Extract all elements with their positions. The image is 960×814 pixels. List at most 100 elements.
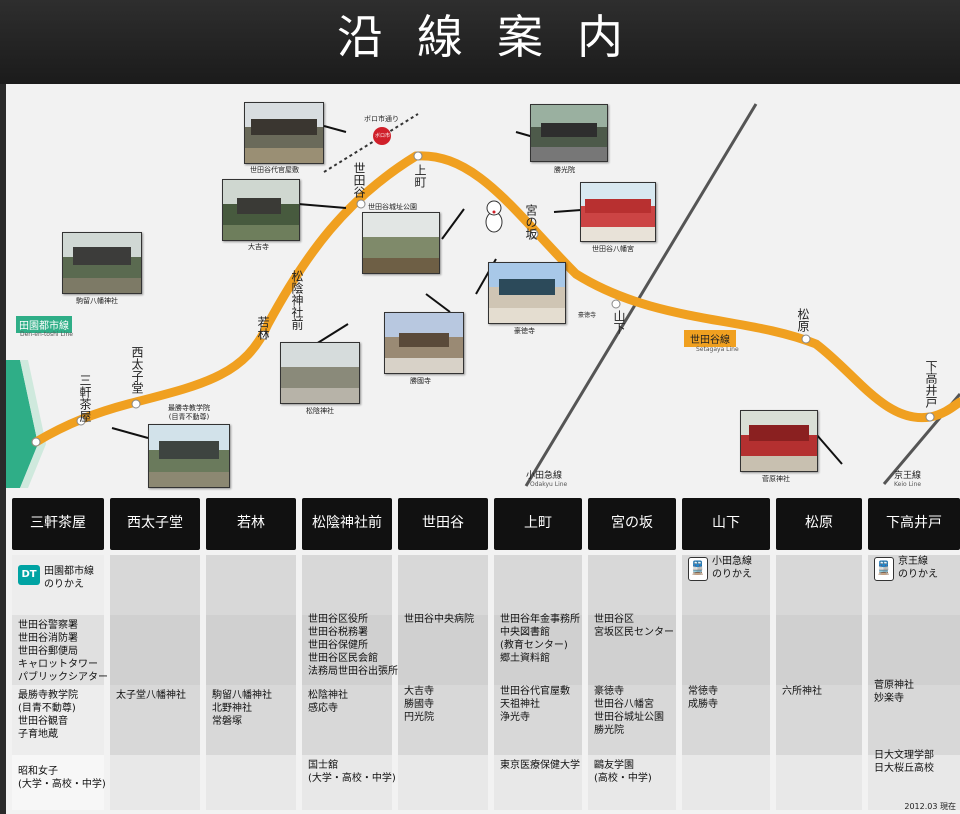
caption-gotokuji: 豪徳寺: [514, 327, 535, 335]
station-dot-setagaya: [356, 199, 366, 209]
pointer-saishoji: [111, 427, 149, 439]
photo-hachiman: [580, 182, 656, 242]
station-label-sangenjaya: 三軒茶屋: [78, 374, 92, 422]
boroichi-mark-text: ボロ市: [375, 133, 391, 139]
table-header-yamashita: 山下: [682, 498, 770, 550]
caption-jyoshi: 世田谷城址公園: [368, 203, 417, 211]
station-label-shimotakaido: 下高井戸: [924, 360, 938, 408]
schools-miyanosaka: 鷗友学園 (高校・中学): [594, 760, 652, 784]
schools-shimotakaido: 日大文理学部 日大桜丘高校: [874, 750, 934, 774]
facilities-setagaya: 世田谷中央病院: [404, 614, 474, 625]
table-column-setagaya: 世田谷中央病院 大吉寺 勝國寺 円光院: [398, 555, 488, 810]
transfer-shimotakaido: 京王線 のりかえ: [898, 556, 938, 580]
pointer-sugawara: [815, 433, 843, 465]
temples-shoinjinjamae: 松陰神社 感応寺: [308, 690, 348, 714]
temples-matsubara: 六所神社: [782, 686, 822, 697]
title-frame: [0, 0, 960, 84]
photo-shokokuji: [384, 312, 464, 374]
route-map: 三軒茶屋 西太子堂 若林 松陰神社前 世田谷 上町 宮の坂 山下 松原 下高井戸…: [6, 84, 960, 494]
temples-wakabayashi: 駒留八幡神社 北野神社 常磐塚: [212, 690, 272, 727]
pointer-shoin: [315, 323, 349, 345]
facilities-kamimachi: 世田谷年金事務所 中央図書館 (教育センター) 郷土資料館: [500, 614, 580, 664]
caption-shoin: 松陰神社: [306, 407, 334, 415]
temples-yamashita: 常徳寺 成勝寺: [688, 686, 718, 710]
odakyu-tag-en: Odakyu Line: [530, 481, 568, 488]
station-dot-nishitaishido: [76, 416, 86, 426]
schools-shoinjinjamae: 国士舘 (大学・高校・中学): [308, 760, 396, 784]
maneki-neko-icon: [485, 200, 503, 233]
route-map-svg: [6, 103, 960, 488]
table-column-wakabayashi: 駒留八幡神社 北野神社 常磐塚: [206, 555, 296, 810]
train-icon: 🚆: [688, 557, 708, 581]
temples-shimotakaido: 菅原神社 妙楽寺: [874, 680, 914, 704]
photo-shoin: [280, 342, 360, 404]
station-label-nishitaishido: 西太子堂: [130, 346, 144, 394]
den-en-toshi-line-highlight: [20, 360, 46, 488]
temples-kamimachi: 世田谷代官屋敷 天祖神社 浄光寺: [500, 686, 570, 723]
temples-nishitaishido: 太子堂八幡神社: [116, 690, 186, 701]
pointer-jyoshi: [441, 208, 465, 240]
photo-saishoji: [148, 424, 230, 488]
table-header-miyanosaka: 宮の坂: [588, 498, 676, 550]
caption-daikichi: 大吉寺: [248, 243, 269, 251]
board-title: 沿線案内: [337, 10, 657, 64]
caption-shokokuji: 勝國寺: [410, 377, 431, 385]
table-column-kamimachi: 世田谷年金事務所 中央図書館 (教育センター) 郷土資料館 世田谷代官屋敷 天祖…: [494, 555, 582, 810]
boroichi-marker: [373, 127, 391, 145]
table-column-nishitaishido: 太子堂八幡神社: [110, 555, 200, 810]
table-column-miyanosaka: 世田谷区 宮坂区民センター 豪徳寺 世田谷八幡宮 世田谷城址公園 勝光院 鷗友学…: [588, 555, 676, 810]
transfer-yamashita: 小田急線 のりかえ: [712, 556, 752, 580]
den-en-toshi-tag-en: Den-en-toshi Line: [20, 331, 73, 338]
den-en-toshi-tag: 田園都市線: [16, 316, 72, 333]
table-header-kamimachi: 上町: [494, 498, 582, 550]
caption-daikan: 世田谷代官屋敷: [250, 166, 299, 174]
caption-sugawara: 菅原神社: [762, 475, 790, 483]
transfer-sangenjaya: 田園都市線 のりかえ: [44, 566, 94, 590]
station-dot-wakabayashi: [131, 399, 141, 409]
keio-tag: 京王線: [894, 471, 922, 481]
photo-daikichi: [222, 179, 300, 241]
station-label-matsubara: 松原: [796, 308, 810, 332]
station-dot-kamimachi: [413, 151, 423, 161]
photo-komadome: [62, 232, 142, 294]
station-label-wakabayashi: 若林: [256, 316, 270, 340]
station-label-yamashita: 山下: [612, 310, 626, 334]
train-icon: 🚆: [874, 557, 894, 581]
caption-hachiman: 世田谷八幡宮: [592, 245, 634, 253]
station-dot-miyanosaka: [529, 229, 539, 239]
station-label-miyanosaka: 宮の坂: [524, 204, 538, 240]
facilities-miyanosaka: 世田谷区 宮坂区民センター: [594, 614, 674, 638]
photo-daikan: [244, 102, 324, 164]
station-dot-yamashita: [611, 299, 621, 309]
station-label-kamimachi: 上町: [413, 164, 427, 188]
odakyu-tag: 小田急線: [526, 471, 563, 481]
facilities-shoinjinjamae: 世田谷区役所 世田谷税務署 世田谷保健所 世田谷区民会館 法務局世田谷出張所: [308, 614, 398, 677]
photo-shokoin: [530, 104, 608, 162]
station-label-setagaya: 世田谷: [352, 162, 366, 198]
table-column-shoinjinjamae: 世田谷区役所 世田谷税務署 世田谷保健所 世田谷区民会館 法務局世田谷出張所 松…: [302, 555, 398, 810]
pointer-daikichi: [297, 203, 347, 209]
station-dot-matsubara: [801, 334, 811, 344]
table-header-wakabayashi: 若林: [206, 498, 296, 550]
station-label-shoinjinjamae: 松陰神社前: [290, 270, 304, 330]
station-dot-shimotakaido: [925, 412, 935, 422]
setagaya-line-tag-en: Setagaya Line: [696, 346, 739, 353]
photo-jyoshi: [362, 212, 440, 274]
table-header-nishitaishido: 西太子堂: [110, 498, 200, 550]
table-header-shimotakaido: 下高井戸: [868, 498, 960, 550]
boroichi-street-label: ボロ市通り: [364, 115, 399, 123]
table-column-matsubara: 六所神社: [776, 555, 862, 810]
table-column-yamashita: 🚆 小田急線 のりかえ 常徳寺 成勝寺: [682, 555, 770, 810]
caption-saishoji: 最勝寺教学院 (目青不動尊): [168, 404, 210, 421]
schools-sangenjaya: 昭和女子 (大学・高校・中学): [18, 766, 106, 790]
setagaya-line: [31, 151, 960, 447]
photo-sugawara: [740, 410, 818, 472]
gotokuji-station-label: 豪徳寺: [578, 312, 597, 319]
facilities-sangenjaya: 世田谷警察署 世田谷消防署 世田谷郵便局 キャロットタワー パブリックシアター: [18, 620, 108, 683]
station-dot-shoinjinjamae: [259, 330, 269, 340]
temples-sangenjaya: 最勝寺教学院 (目青不動尊) 世田谷観音 子育地蔵: [18, 690, 78, 740]
pointer-shokokuji: [425, 293, 451, 313]
table-column-sangenjaya: DT 田園都市線 のりかえ 世田谷警察署 世田谷消防署 世田谷郵便局 キャロット…: [12, 555, 108, 810]
table-column-shimotakaido: 🚆 京王線 のりかえ 菅原神社 妙楽寺 日大文理学部 日大桜丘高校: [868, 555, 960, 810]
boroichi-street: [323, 113, 419, 173]
